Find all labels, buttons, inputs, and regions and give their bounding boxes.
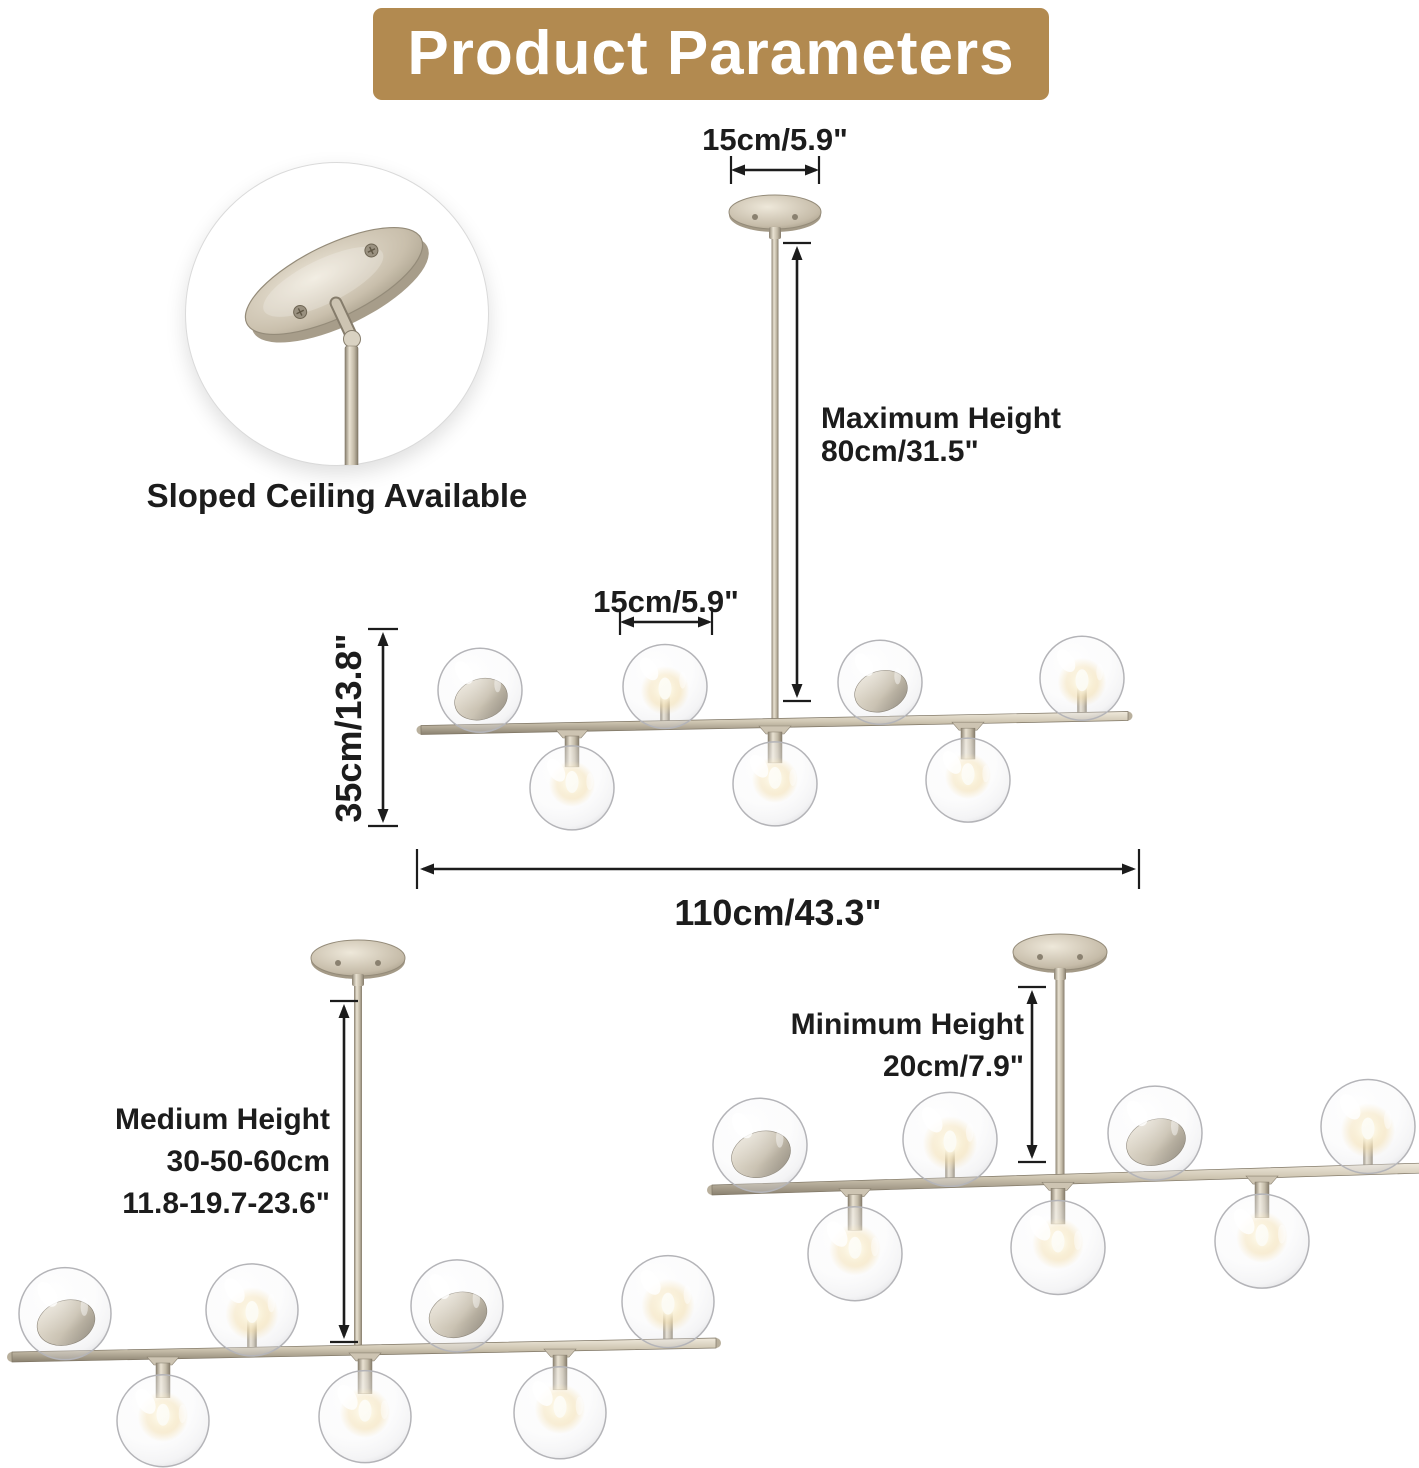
minimum-height-text: Minimum Height — [790, 1008, 1024, 1041]
ceiling-canopy — [1012, 933, 1108, 971]
maximum-height-value: 80cm/31.5" — [821, 435, 979, 468]
glass-globe — [622, 643, 708, 730]
minimum-height-label: Minimum Height 20cm/7.9" — [752, 1004, 1024, 1088]
hanging-rod — [354, 958, 362, 1354]
title-banner: Product Parameters — [373, 8, 1049, 100]
medium-height-cm: 30-50-60cm — [166, 1145, 330, 1178]
canopy-detail-image — [244, 226, 429, 465]
medium-height-text: Medium Height — [115, 1103, 330, 1136]
medium-height-fixture-image — [7, 939, 721, 1468]
maximum-height-text: Maximum Height — [821, 402, 1062, 435]
glass-globe — [1214, 1193, 1310, 1289]
fixture-width-arrow — [415, 849, 1141, 889]
glass-globe — [205, 1263, 299, 1357]
glass-globe — [902, 1091, 998, 1188]
sloped-ceiling-caption: Sloped Ceiling Available — [146, 477, 528, 514]
glass-globe — [437, 647, 523, 733]
maximum-height-label: Maximum Height 80cm/31.5" — [821, 402, 1061, 468]
medium-height-label: Medium Height 30-50-60cm 11.8-19.7-23.6" — [58, 1099, 330, 1225]
glass-globe — [621, 1254, 715, 1349]
fixture-height-label: 35cm/13.8" — [328, 633, 369, 823]
glass-globe — [1320, 1078, 1416, 1175]
glass-globe — [116, 1373, 210, 1468]
max-height-arrow — [783, 241, 811, 703]
min-height-arrow — [1018, 985, 1046, 1164]
hanging-rod — [1055, 952, 1065, 1183]
hanging-rod — [771, 212, 779, 726]
canopy-width-arrow — [729, 156, 821, 184]
fixture-width-label: 110cm/43.3" — [674, 892, 882, 933]
canopy-width-label: 15cm/5.9" — [702, 122, 848, 157]
glass-globe — [410, 1259, 504, 1353]
medium-height-arrow — [330, 999, 358, 1344]
ceiling-canopy — [728, 194, 822, 230]
glass-globe — [513, 1366, 607, 1460]
glass-globe — [837, 639, 923, 726]
glass-globe — [1039, 635, 1125, 722]
glass-globe — [1010, 1199, 1106, 1296]
main-fixture-image — [416, 194, 1133, 831]
horizontal-bar — [711, 1162, 1419, 1196]
glass-globe — [18, 1266, 112, 1361]
fixture-height-arrow — [368, 627, 398, 828]
medium-height-inches: 11.8-19.7-23.6" — [122, 1187, 330, 1220]
sloped-ceiling-inset — [185, 162, 489, 466]
glass-globe — [1107, 1085, 1203, 1181]
glass-globe — [732, 741, 818, 827]
ceiling-canopy — [310, 939, 406, 977]
globe-spacing-arrow — [618, 609, 714, 635]
glass-globe — [925, 737, 1011, 823]
glass-globe — [529, 745, 615, 831]
tilted-canopy — [244, 226, 429, 465]
page-title: Product Parameters — [407, 19, 1015, 88]
glass-globe — [318, 1369, 412, 1464]
minimum-height-fixture-image — [707, 933, 1419, 1302]
glass-globe — [712, 1097, 808, 1194]
globe-spacing-label: 15cm/5.9" — [593, 584, 739, 619]
minimum-height-value: 20cm/7.9" — [883, 1050, 1024, 1083]
glass-globe — [807, 1205, 903, 1302]
